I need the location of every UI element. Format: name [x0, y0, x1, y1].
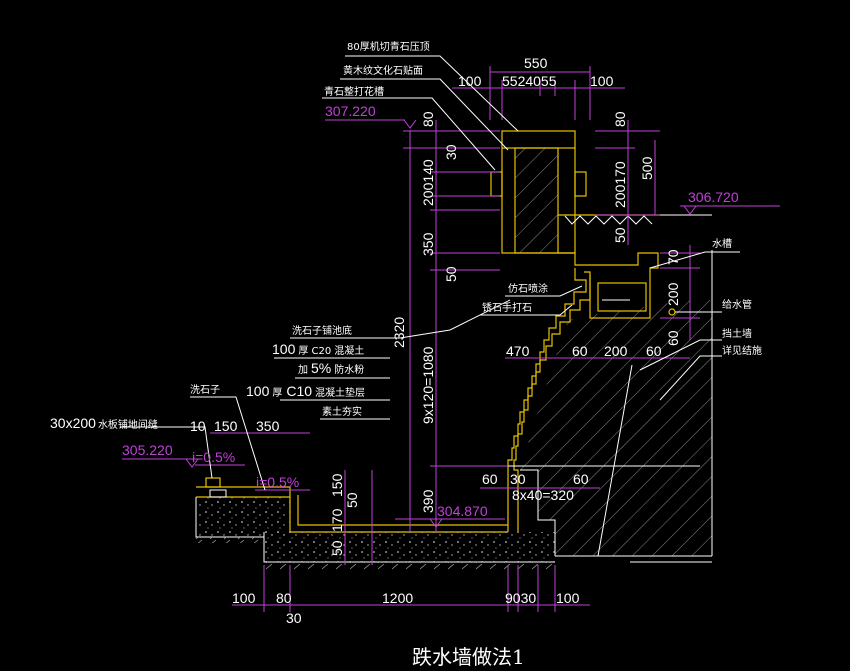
note-supply-pipe: 给水管	[722, 298, 752, 311]
dim-coping-right: 80	[612, 111, 628, 127]
elevation-pool: 304.870	[437, 503, 488, 519]
dim-50d: 50	[329, 540, 345, 556]
note-soil: 素土夯实	[322, 405, 362, 418]
note-trough: 水槽	[712, 237, 732, 250]
dim-b1200: 1200	[382, 590, 413, 606]
dim-b80: 80	[276, 590, 292, 606]
note-groove: 青石整打花槽	[324, 85, 384, 98]
coping-stone	[501, 130, 576, 149]
cascade-steps	[507, 268, 587, 532]
dim-50b: 50	[612, 227, 628, 243]
dim-500: 500	[639, 156, 655, 180]
dim-p150: 150	[214, 418, 238, 434]
dim-top-left: 100	[458, 73, 482, 89]
dim-70: 70	[665, 249, 681, 265]
dim-2320: 2320	[391, 317, 407, 348]
note-retaining-wall: 挡土墙	[722, 327, 752, 340]
dim-170: 170	[329, 508, 345, 532]
note-see-structure: 详见结施	[722, 344, 762, 357]
ground-hatch	[564, 215, 653, 225]
dim-b100b: 100	[556, 590, 580, 606]
dim-60-right: 60	[665, 330, 681, 346]
dim-50a: 50	[443, 266, 459, 282]
dimension-text: 550 100 5524055 100 80 30 200140 350 50 …	[190, 55, 681, 626]
elevation-marks: 307.220 306.720 305.220 304.870 i=0.5% i…	[122, 103, 739, 528]
note-pool-bottom: 洗石子铺池底	[292, 324, 352, 337]
note-faux-stone: 仿石喷涂	[508, 282, 548, 295]
note-veneer: 黄木纹文化石贴面	[343, 64, 423, 77]
inner-core	[514, 147, 559, 254]
dim-w470: 470	[506, 343, 530, 359]
groove-right	[574, 171, 587, 197]
dimension-lines	[122, 66, 780, 612]
drawing-title: 跌水墙做法1	[412, 645, 525, 669]
elevation-top: 307.220	[325, 103, 376, 119]
dim-350: 350	[420, 232, 436, 256]
note-coping: 80厚机切青石压顶	[347, 40, 430, 53]
paving-slab	[205, 477, 221, 488]
dim-coping-left: 80	[420, 111, 436, 127]
slope-paving: i=0.5%	[192, 449, 235, 465]
pool-slab	[264, 532, 555, 562]
dim-200170: 200170	[612, 161, 628, 208]
structure	[195, 130, 713, 570]
dim-200-right: 200	[665, 282, 681, 306]
trough-outline	[558, 252, 659, 319]
dim-200140: 200140	[420, 159, 436, 206]
groove-left	[490, 171, 503, 197]
note-washed-stone: 洗石子	[190, 384, 220, 396]
leader-lines	[120, 55, 740, 491]
upper-wall-hatch	[515, 148, 558, 253]
dim-s30: 30	[510, 471, 526, 487]
soil-hatch	[264, 562, 555, 570]
dim-p350: 350	[256, 418, 280, 434]
dim-top-mid: 5524055	[502, 73, 557, 89]
dim-s60: 60	[482, 471, 498, 487]
dim-p10: 10	[190, 418, 206, 434]
dim-150: 150	[329, 473, 345, 497]
dim-w60b: 60	[646, 343, 662, 359]
dim-b30: 30	[286, 610, 302, 626]
elevation-paving: 305.220	[122, 442, 173, 458]
dim-b9030: 9030	[505, 590, 536, 606]
dim-steps-vertical: 9x120=1080	[420, 346, 436, 424]
retaining-wall-hatch	[590, 300, 712, 556]
stepped-wall-hatch	[520, 315, 632, 556]
dim-w60a: 60	[572, 343, 588, 359]
dim-390: 390	[420, 489, 436, 513]
dim-50c: 50	[344, 492, 360, 508]
dim-b100a: 100	[232, 590, 256, 606]
dim-s60b: 60	[573, 471, 589, 487]
note-hand-stone: 锈石手打石	[482, 301, 532, 314]
dim-top-right: 100	[590, 73, 614, 89]
dim-steps-horizontal: 8x40=320	[512, 487, 574, 503]
dim-w200: 200	[604, 343, 628, 359]
dim-30: 30	[443, 144, 459, 160]
dim-top-total: 550	[524, 55, 548, 71]
elevation-ground: 306.720	[688, 189, 739, 205]
slope-pool: i=0.5%	[256, 474, 299, 490]
trough-basin	[597, 282, 647, 312]
